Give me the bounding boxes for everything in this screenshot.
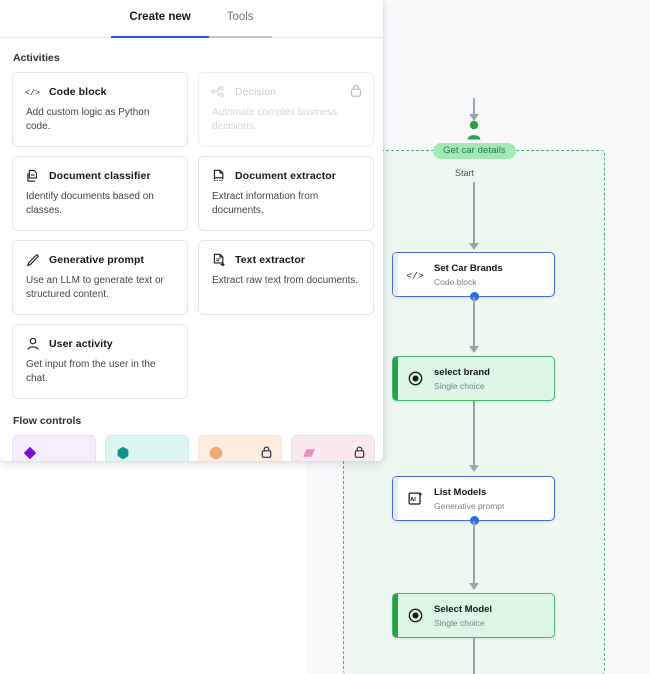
card-header: Generative prompt xyxy=(25,252,175,267)
document-classifier-icon xyxy=(25,168,40,183)
code-icon: </> xyxy=(25,84,40,99)
svg-text:</>: </> xyxy=(25,88,40,98)
tab-create-new[interactable]: Create new xyxy=(111,0,209,38)
diamond-icon xyxy=(23,446,37,460)
activities-grid: </> Code block Add custom logic as Pytho… xyxy=(12,72,383,399)
flow-node-text: Set Car Brands Code block xyxy=(434,262,503,288)
card-header: Text extractor xyxy=(211,252,361,267)
flow-control-branch[interactable]: Branch xyxy=(12,435,96,461)
card-description: Extract information from documents. xyxy=(212,191,319,216)
card-title: Code block xyxy=(49,85,107,98)
flow-node-select-model[interactable]: Select Model Single choice xyxy=(392,593,555,638)
flow-node-set-car-brands[interactable]: </> Set Car Brands Code block xyxy=(392,252,555,301)
connector-node4-down xyxy=(473,638,475,674)
flow-node-subtitle: Code block xyxy=(434,276,477,287)
connector-start-to-node1 xyxy=(473,182,475,244)
lock-icon xyxy=(354,445,365,458)
flow-node-text: select brand Single choice xyxy=(434,366,490,392)
pencil-icon xyxy=(25,252,40,267)
arrowhead-node1 xyxy=(469,243,479,250)
card-title: Text extractor xyxy=(235,253,306,266)
flow-node-list-models[interactable]: AI List Models Generative prompt xyxy=(392,476,555,525)
flow-node-text: Select Model Single choice xyxy=(434,603,492,629)
card-header: Document classifier xyxy=(25,168,175,183)
tab-tools[interactable]: Tools xyxy=(208,0,272,38)
card-title: Generative prompt xyxy=(49,253,145,266)
flow-control-parallel: Parallel xyxy=(291,435,375,461)
text-extractor-icon xyxy=(211,252,226,267)
activity-card-decision: Decision Automate complex business decis… xyxy=(198,72,374,147)
hexagon-icon xyxy=(116,446,130,460)
flow-node-title: Select Model xyxy=(434,603,493,615)
activity-card-document-extractor[interactable]: Document extractor Extract information f… xyxy=(198,156,374,231)
card-description: Extract raw text from documents. xyxy=(212,275,359,286)
arrowhead-node3 xyxy=(469,465,479,472)
card-title: Document extractor xyxy=(235,169,336,182)
node-anchor-dot[interactable] xyxy=(470,292,479,301)
tab-inactive-underline xyxy=(208,35,272,38)
node-anchor-dot[interactable] xyxy=(470,516,479,525)
person-icon xyxy=(465,120,483,140)
card-header: Document extractor xyxy=(211,168,361,183)
flow-node-title: select brand xyxy=(434,366,490,378)
card-header: User activity xyxy=(25,336,175,351)
card-description: Identify documents based on classes. xyxy=(26,191,154,216)
card-description: Use an LLM to generate text or structure… xyxy=(26,275,164,300)
card-header: Decision xyxy=(211,84,361,99)
activity-card-text-extractor[interactable]: Text extractor Extract raw text from doc… xyxy=(198,240,374,315)
connector-node1-to-node2 xyxy=(473,297,475,347)
tab-tools-label: Tools xyxy=(226,11,254,23)
flow-node-subtitle: Single choice xyxy=(434,380,485,391)
activities-heading: Activities xyxy=(13,52,60,64)
panel-tabs: Create new Tools xyxy=(0,0,383,38)
create-new-panel: Create new Tools Activities </> Code blo… xyxy=(0,0,383,461)
generative-prompt-icon: AI xyxy=(404,491,426,506)
activity-card-user-activity[interactable]: User activity Get input from the user in… xyxy=(12,324,188,399)
circle-icon xyxy=(209,446,223,460)
user-icon xyxy=(25,336,40,351)
parallelogram-icon xyxy=(302,446,316,460)
tab-create-new-label: Create new xyxy=(129,11,191,23)
flow-controls-row: Branch For each Loop xyxy=(12,435,383,461)
flow-node-text: List Models Generative prompt xyxy=(434,486,504,512)
decision-icon xyxy=(211,84,226,99)
code-icon: </> xyxy=(404,268,426,282)
activity-card-document-classifier[interactable]: Document classifier Identify documents b… xyxy=(12,156,188,231)
activity-card-generative-prompt[interactable]: Generative prompt Use an LLM to generate… xyxy=(12,240,188,315)
flow-node-title: Set Car Brands xyxy=(434,262,503,274)
activity-card-code-block[interactable]: </> Code block Add custom logic as Pytho… xyxy=(12,72,188,147)
flow-node-select-brand[interactable]: select brand Single choice xyxy=(392,356,555,401)
radio-icon xyxy=(404,371,426,386)
flow-control-loop: Loop xyxy=(198,435,282,461)
card-description: Add custom logic as Python code. xyxy=(26,107,150,132)
arrowhead-top xyxy=(469,114,479,121)
card-description: Automate complex business decisions. xyxy=(212,107,338,132)
flow-node-subtitle: Single choice xyxy=(434,617,485,628)
canvas-upper-background xyxy=(383,0,650,98)
card-title: Document classifier xyxy=(49,169,151,182)
arrowhead-node2 xyxy=(469,346,479,353)
arrowhead-node4 xyxy=(469,583,479,590)
connector-node2-to-node3 xyxy=(473,401,475,466)
flow-node-title: List Models xyxy=(434,486,487,498)
tab-active-underline xyxy=(111,35,209,38)
connector-node3-to-node4 xyxy=(473,521,475,584)
connector-top xyxy=(473,98,475,116)
card-description: Get input from the user in the chat. xyxy=(26,359,156,384)
flow-node-subtitle: Generative prompt xyxy=(434,500,505,511)
card-header: </> Code block xyxy=(25,84,175,99)
svg-text:</>: </> xyxy=(406,270,424,281)
flow-control-for-each[interactable]: For each xyxy=(105,435,189,461)
svg-text:AI: AI xyxy=(410,497,416,503)
document-extractor-icon xyxy=(211,168,226,183)
card-title: Decision xyxy=(235,85,277,98)
start-label: Start xyxy=(455,168,475,178)
card-title: User activity xyxy=(49,337,113,350)
lock-icon xyxy=(350,84,362,97)
lock-icon xyxy=(261,445,272,458)
scope-pill-label[interactable]: Get car details xyxy=(433,143,516,159)
flow-controls-heading: Flow controls xyxy=(13,415,82,427)
radio-icon xyxy=(404,608,426,623)
